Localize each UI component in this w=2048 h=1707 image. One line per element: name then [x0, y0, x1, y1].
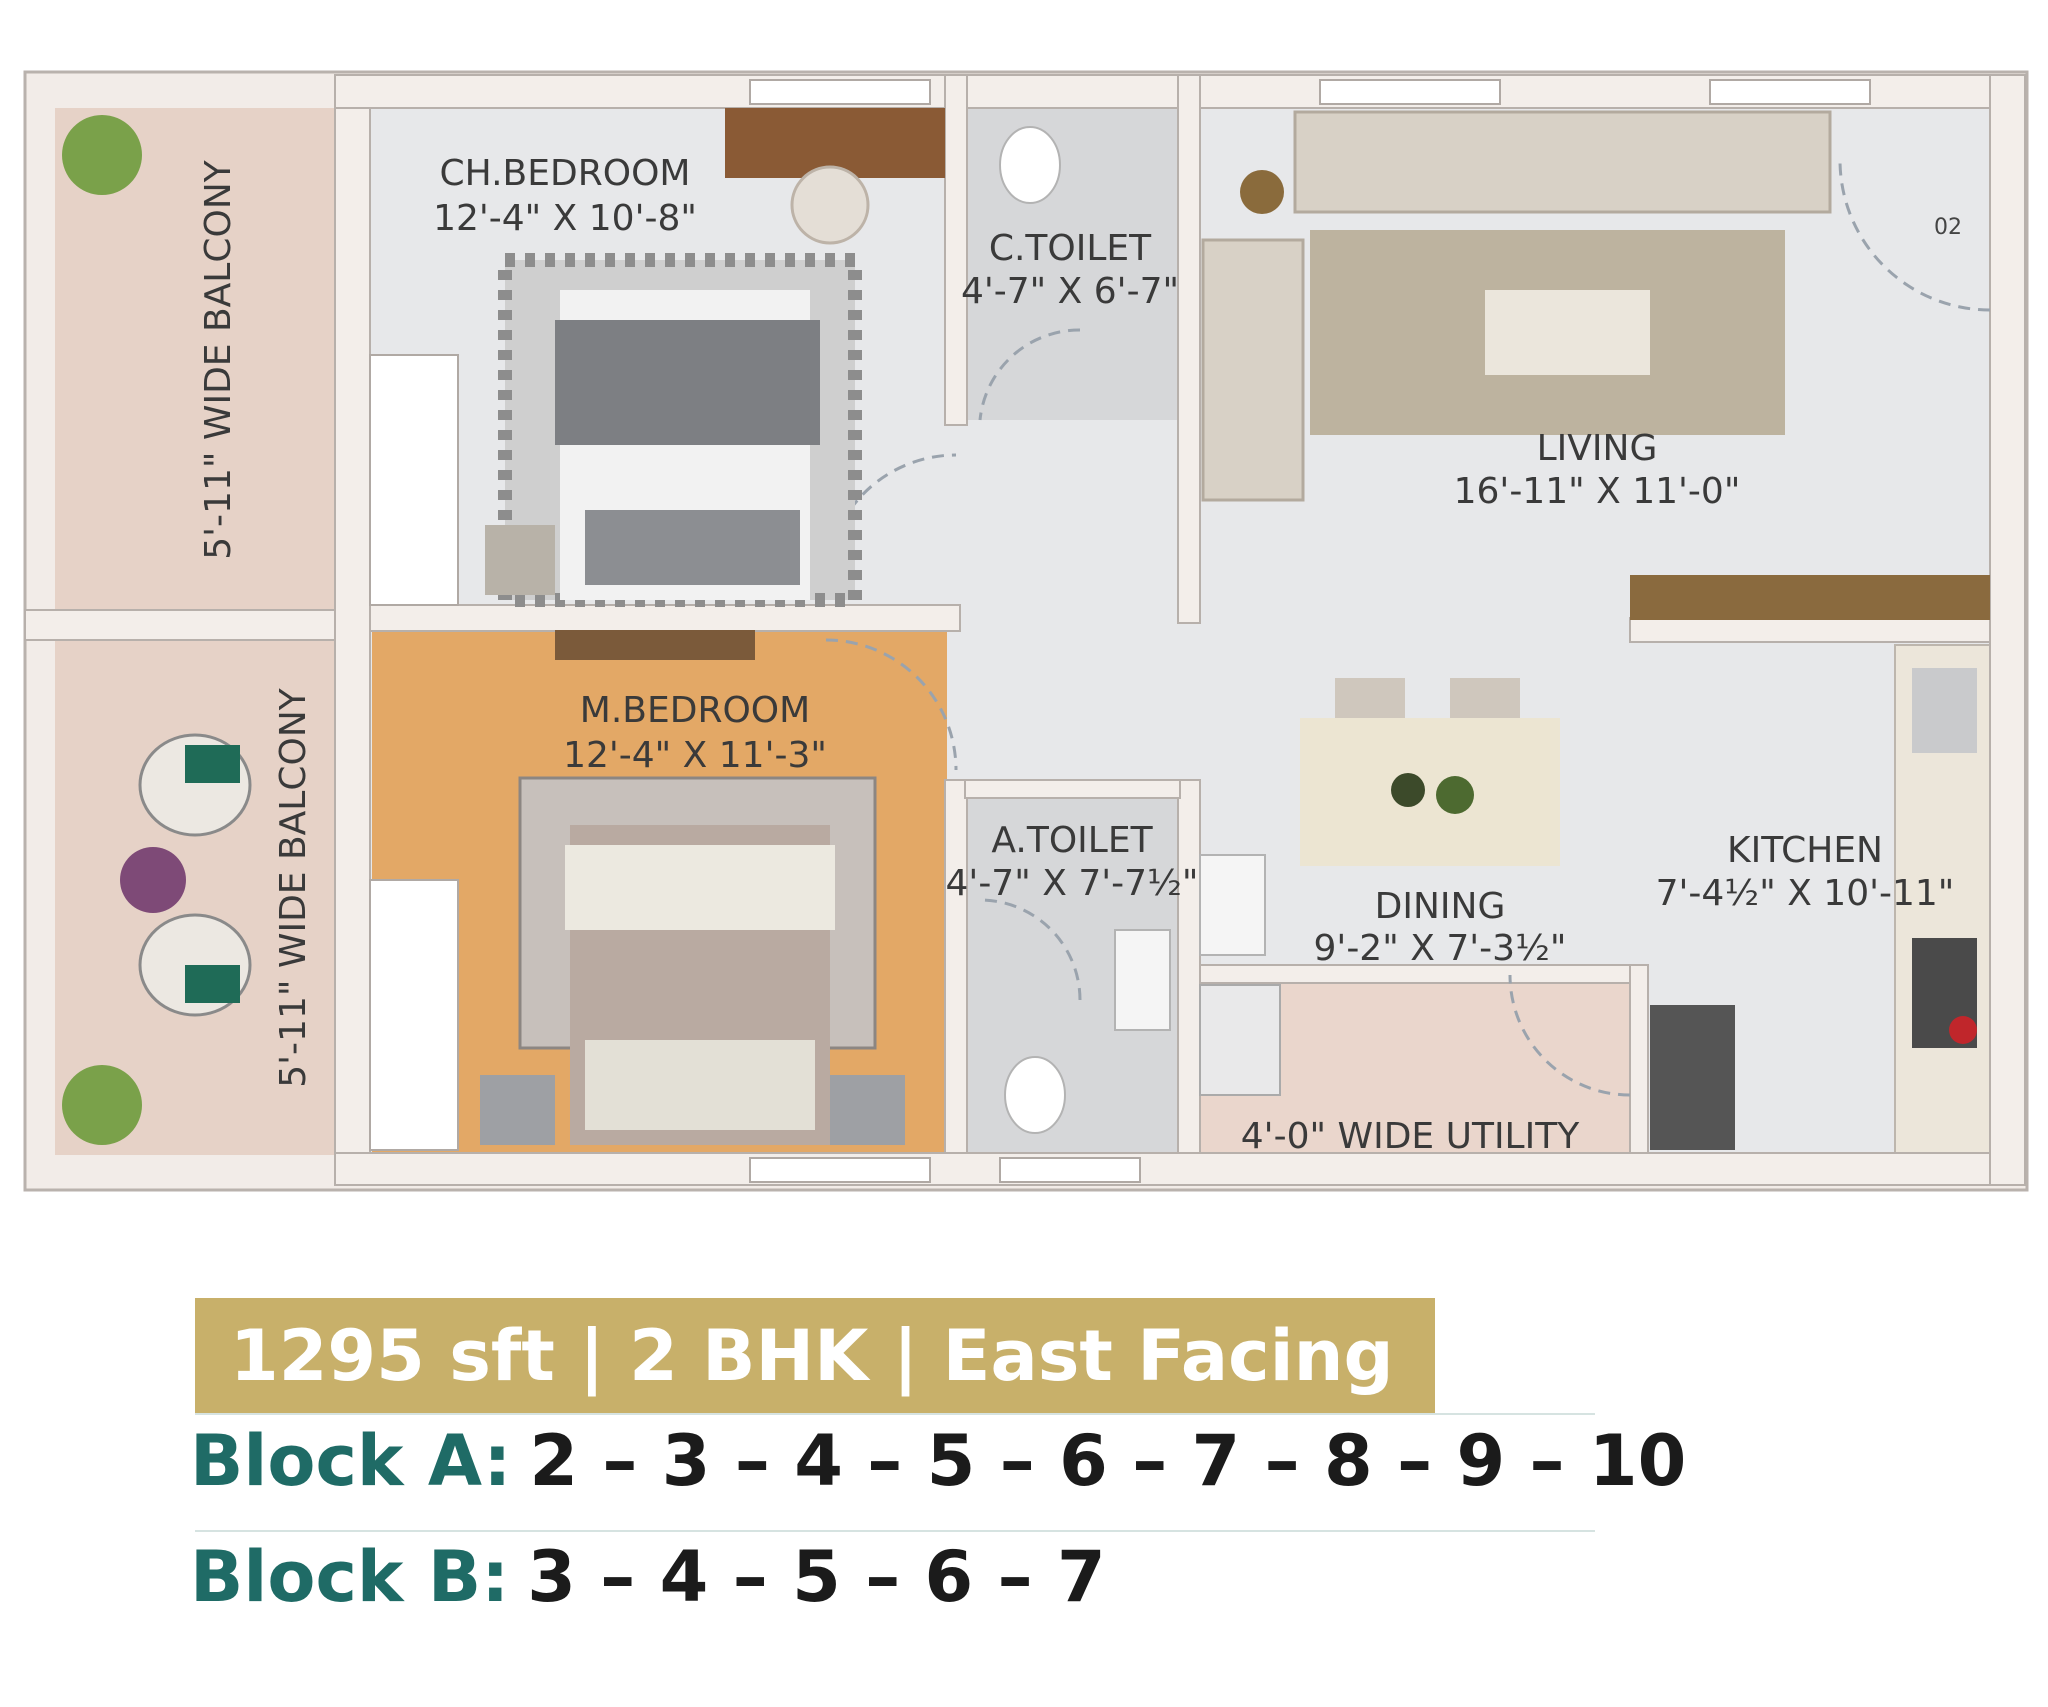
plant-pot-top [62, 115, 142, 195]
fridge [1650, 1005, 1735, 1150]
balcony-top-name: 5'-11" WIDE BALCONY [198, 159, 239, 560]
kitchen-name: KITCHEN [1727, 830, 1883, 871]
ch-nightstand [485, 525, 555, 595]
summary-banner: 1295 sft | 2 BHK | East Facing [195, 1298, 1435, 1415]
c-toilet-wc [999, 126, 1061, 204]
cushion-top [185, 745, 240, 783]
living-name: LIVING [1537, 428, 1658, 469]
desk-chair [790, 165, 870, 245]
a-toilet-basin [1114, 929, 1171, 1031]
plant-pot-bottom [62, 1065, 142, 1145]
block-b-floors: 3 – 4 – 5 – 6 – 7 [527, 1536, 1106, 1618]
block-a-label: Block A: [190, 1420, 512, 1502]
balcony-bottom-name: 5'-11" WIDE BALCONY [273, 687, 314, 1088]
block-a-floors: 2 – 3 – 4 – 5 – 6 – 7 – 8 – 9 – 10 [529, 1420, 1687, 1502]
side-plant [1240, 170, 1284, 214]
sofa-top [1293, 110, 1832, 214]
ch-bedroom-name: CH.BEDROOM [440, 153, 691, 194]
c-toilet-name: C.TOILET [989, 228, 1152, 269]
ch-bed-pillows [585, 510, 800, 585]
dining-plant-1 [1391, 773, 1425, 807]
dining-name: DINING [1375, 886, 1506, 927]
dining-wash-basin [1199, 854, 1266, 956]
dining-table [1300, 718, 1560, 866]
tv-unit [1630, 575, 1990, 620]
m-bed-pillows [585, 1040, 815, 1130]
m-bedroom-size: 12'-4" X 11'-3" [563, 735, 827, 776]
m-bed-blanket [565, 845, 835, 930]
ch-bed-blanket [555, 320, 820, 445]
utility-name: 4'-0" WIDE UTILITY [1241, 1116, 1580, 1157]
divider-1 [195, 1413, 1595, 1415]
a-toilet-wc [1004, 1056, 1066, 1134]
kitchen-size: 7'-4½" X 10'-11" [1656, 873, 1955, 914]
windows [369, 79, 1871, 1183]
summary-text: 1295 sft | 2 BHK | East Facing [230, 1315, 1394, 1397]
dining-plant-2 [1436, 776, 1474, 814]
dining-chair-2 [1450, 678, 1520, 718]
floor-plan: CH.BEDROOM 12'-4" X 10'-8" C.TOILET 4'-7… [23, 70, 2029, 1192]
cushion-bottom [185, 965, 240, 1003]
side-table [120, 847, 186, 913]
divider-2 [195, 1530, 1595, 1532]
c-toilet-size: 4'-7" X 6'-7" [961, 271, 1179, 312]
a-toilet-size: 4'-7" X 7'-7½" [946, 863, 1199, 904]
dining-chair-1 [1335, 678, 1405, 718]
block-b-row: Block B:3 – 4 – 5 – 6 – 7 [190, 1536, 1106, 1618]
a-toilet-name: A.TOILET [991, 820, 1153, 861]
washing-machine [1199, 984, 1281, 1096]
living-size: 16'-11" X 11'-0" [1454, 471, 1741, 512]
kitchen-kettle [1949, 1016, 1977, 1044]
m-bedroom-name: M.BEDROOM [580, 690, 810, 731]
block-b-label: Block B: [190, 1536, 510, 1618]
block-a-row: Block A:2 – 3 – 4 – 5 – 6 – 7 – 8 – 9 – … [190, 1420, 1686, 1502]
door-tag: 02 [1934, 215, 1962, 240]
ch-bedroom-size: 12'-4" X 10'-8" [433, 198, 697, 239]
m-bedroom-shelf [555, 630, 755, 660]
m-nightstand-left [480, 1075, 555, 1145]
m-nightstand-right [830, 1075, 905, 1145]
kitchen-sink [1912, 668, 1977, 753]
sofa-left [1201, 238, 1305, 502]
dining-size: 9'-2" X 7'-3½" [1314, 928, 1567, 969]
coffee-table [1485, 290, 1650, 375]
